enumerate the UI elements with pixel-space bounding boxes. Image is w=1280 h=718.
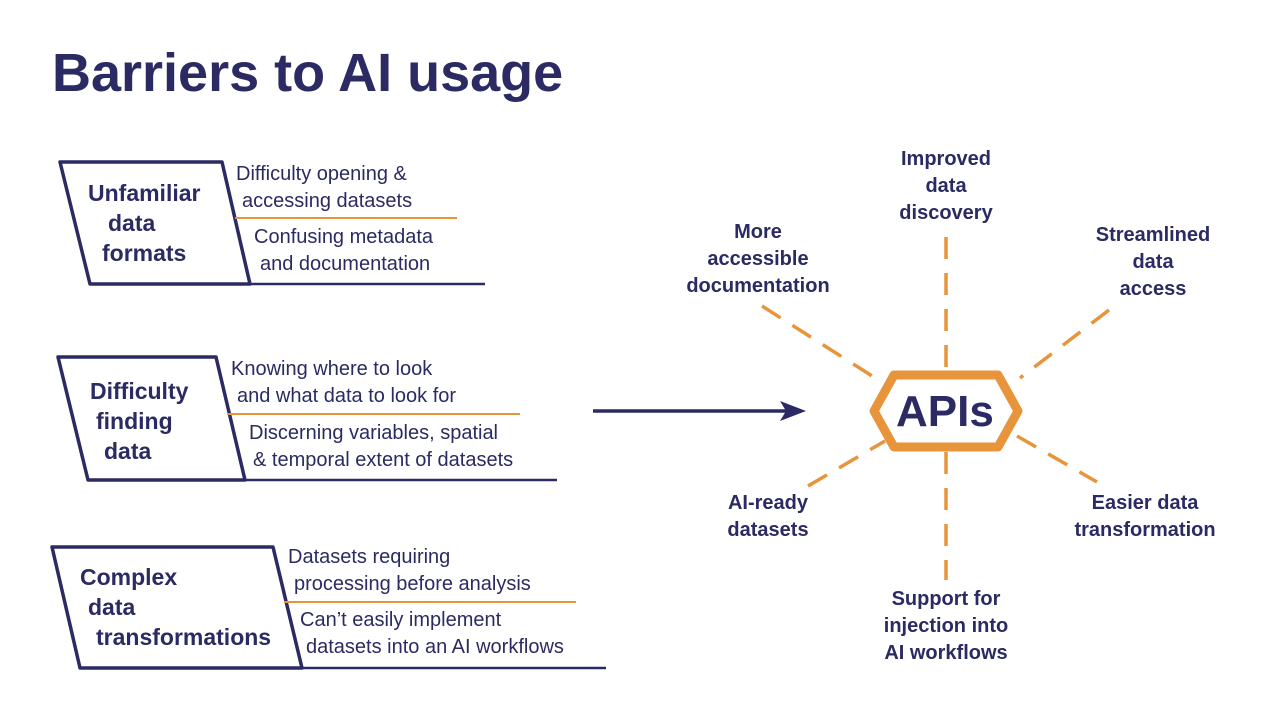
issue-line: and documentation [260, 253, 431, 275]
issue-line: Can’t easily implement [300, 609, 502, 631]
barrier-group-2 [56, 355, 557, 482]
heading-line: formats [102, 240, 187, 266]
heading-line: Complex [80, 564, 178, 590]
benefit-line: Support for [891, 588, 1001, 610]
heading-line: data [108, 210, 156, 236]
page-title: Barriers to AI usage [52, 43, 564, 103]
spoke-down-left [807, 439, 886, 488]
apis-label: APIs [896, 387, 994, 436]
benefit-line: Streamlined [1095, 224, 1211, 246]
benefit-line: datasets [727, 519, 809, 541]
barrier-2-issue-2: Discerning variables, spatial & temporal… [249, 420, 513, 474]
heading-line: data [88, 594, 136, 620]
benefit-line: AI-ready [727, 492, 809, 514]
heading-line: data [104, 438, 152, 464]
benefit-streamlined-data-access: Streamlined data access [1053, 222, 1253, 303]
benefit-line: data [925, 175, 967, 197]
barrier-group-3 [50, 545, 606, 670]
barrier-heading-2: Difficulty finding data [90, 376, 188, 466]
issue-line: and what data to look for [237, 385, 457, 407]
issue-line: Discerning variables, spatial [249, 422, 499, 444]
heading-line: finding [96, 408, 173, 434]
benefit-line: documentation [686, 275, 830, 297]
benefit-line: discovery [899, 202, 993, 224]
barrier-heading-1: Unfamiliar data formats [88, 178, 200, 268]
issue-line: Difficulty opening & [236, 163, 407, 185]
benefit-line: transformation [1074, 519, 1216, 541]
spokes [761, 237, 1111, 580]
issue-line: processing before analysis [294, 573, 531, 595]
barrier-3-issue-2: Can’t easily implement datasets into an … [300, 607, 564, 661]
benefit-easier-data-transformation: Easier data transformation [1045, 490, 1245, 544]
apis-hexagon [869, 370, 1023, 452]
benefit-support-ai-workflows: Support for injection into AI workflows [846, 586, 1046, 667]
barrier-heading-3: Complex data transformations [80, 562, 271, 652]
barrier-group-1 [58, 160, 485, 286]
benefit-ai-ready-datasets: AI-ready datasets [668, 490, 868, 544]
spoke-up-right [1018, 308, 1111, 380]
benefit-line: More [734, 221, 782, 243]
issue-line: datasets into an AI workflows [306, 636, 564, 658]
barrier-3-issue-1: Datasets requiring processing before ana… [288, 544, 531, 598]
heading-line: Difficulty [90, 378, 189, 404]
heading-line: transformations [96, 624, 272, 650]
benefit-line: data [1132, 251, 1174, 273]
benefit-line: Easier data [1091, 492, 1199, 514]
benefit-line: Improved [900, 148, 992, 170]
benefit-line: AI workflows [884, 642, 1008, 664]
spoke-down-right [1016, 434, 1098, 484]
issue-line: Datasets requiring [288, 546, 451, 568]
benefit-line: injection into [883, 615, 1009, 637]
spoke-up-left [761, 304, 881, 383]
issue-line: & temporal extent of datasets [253, 449, 514, 471]
benefit-line: accessible [707, 248, 809, 270]
barrier-1-issue-2: Confusing metadata and documentation [254, 224, 433, 278]
benefit-line: access [1119, 278, 1187, 300]
issue-line: Confusing metadata [254, 226, 434, 248]
arrow-head-icon [780, 401, 806, 421]
benefit-more-accessible-documentation: More accessible documentation [658, 219, 858, 300]
barrier-2-issue-1: Knowing where to look and what data to l… [231, 356, 456, 410]
barrier-1-issue-1: Difficulty opening & accessing datasets [236, 161, 412, 215]
benefit-improved-data-discovery: Improved data discovery [846, 146, 1046, 227]
heading-line: Unfamiliar [88, 180, 201, 206]
issue-line: Knowing where to look [231, 358, 433, 380]
arrow-to-apis [593, 401, 806, 421]
issue-line: accessing datasets [242, 190, 413, 212]
